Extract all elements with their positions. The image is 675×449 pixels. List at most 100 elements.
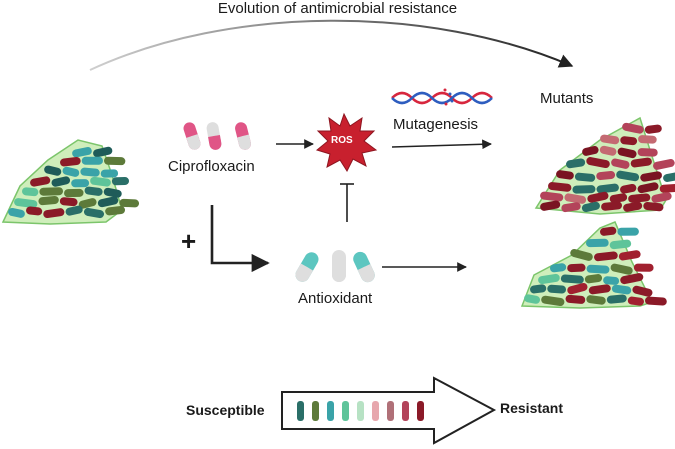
bacterium — [659, 183, 675, 193]
bacterium — [627, 296, 644, 306]
bacterium — [538, 273, 560, 285]
figure-title: Evolution of antimicrobial resistance — [217, 0, 458, 17]
bacterium — [8, 207, 25, 218]
bacterium — [93, 146, 113, 158]
bacterium — [71, 179, 90, 188]
resistance-gradient — [297, 401, 424, 421]
bacterium — [617, 227, 639, 236]
bacterium — [540, 191, 564, 202]
bacterium — [611, 284, 632, 295]
bacterium — [588, 284, 611, 295]
bacterium — [584, 274, 603, 284]
bacterium — [633, 263, 654, 272]
bacterium — [567, 263, 586, 273]
antioxidant-pills — [295, 250, 375, 283]
bacterium — [103, 156, 126, 166]
bacterium — [524, 294, 541, 304]
bacterium — [600, 226, 617, 236]
bacterium — [653, 158, 675, 170]
bacterium — [620, 273, 644, 285]
bacterium — [51, 176, 71, 187]
bacterium — [609, 193, 628, 203]
bacterium — [582, 146, 599, 156]
gradient-swatch — [417, 401, 424, 421]
evolution-arc-arrow — [89, 19, 574, 71]
bacterium — [44, 165, 62, 176]
bacterium — [603, 276, 620, 285]
bacterium — [59, 197, 78, 207]
bacterium — [119, 198, 140, 208]
bacterium — [632, 285, 653, 297]
gradient-swatch — [387, 401, 394, 421]
bacterium — [617, 147, 637, 159]
bacterium — [637, 182, 659, 194]
bacterium — [65, 205, 83, 216]
gradient-swatch — [372, 401, 379, 421]
bacterium — [26, 206, 43, 216]
bacterium — [616, 170, 640, 182]
bacterium — [30, 176, 51, 187]
ros-label: ROS — [331, 135, 353, 146]
ciprofloxacin-label: Ciprofloxacin — [168, 158, 255, 175]
bacterium — [663, 171, 675, 182]
bacterium — [111, 177, 130, 186]
bacterium — [43, 208, 65, 219]
bacterium — [556, 170, 574, 180]
bacterium — [548, 182, 572, 192]
bacterium — [620, 136, 638, 146]
bacterium — [644, 124, 662, 134]
bacterium — [38, 195, 59, 206]
bacterium — [547, 284, 567, 294]
resistant-label: Resistant — [500, 400, 564, 416]
bacterium — [620, 183, 637, 194]
bacterium — [72, 146, 92, 158]
antioxidant-label: Antioxidant — [298, 290, 373, 307]
combination-elbow-arrow — [210, 205, 270, 273]
bacterium — [90, 176, 111, 187]
bacterium — [611, 158, 630, 169]
bacterium — [530, 284, 547, 294]
bacterium — [103, 187, 122, 198]
bacterium — [601, 201, 623, 211]
bacterium — [628, 193, 651, 203]
bacterium — [599, 145, 617, 156]
bacterium — [564, 193, 587, 204]
bacterium — [651, 192, 672, 203]
bacterium — [606, 294, 627, 304]
bacterium — [638, 135, 657, 144]
bacterium — [64, 188, 84, 198]
bacterium — [550, 263, 567, 273]
bacterium — [78, 198, 97, 209]
bacterium — [586, 157, 610, 169]
bacterium — [83, 207, 105, 219]
bacterium — [643, 201, 664, 212]
bacterium — [105, 205, 126, 216]
bacterium — [596, 183, 619, 194]
bacterium — [586, 238, 609, 248]
bacteria-group — [8, 122, 675, 307]
dna-helix-icon — [391, 88, 493, 106]
gradient-swatch — [357, 401, 364, 421]
susceptible-label: Susceptible — [186, 402, 265, 418]
gradient-swatch — [342, 401, 349, 421]
bacterium — [586, 295, 606, 305]
ros-starburst-icon — [315, 112, 378, 173]
bacterium — [600, 134, 620, 145]
bacterium — [81, 156, 103, 165]
bacterium — [540, 200, 561, 211]
bacterium — [645, 296, 667, 306]
bacterium — [60, 157, 81, 167]
ros-to-mutants-arrow — [391, 139, 492, 150]
bacterium — [581, 201, 600, 213]
bacterium — [84, 186, 103, 196]
bacterium — [623, 201, 643, 212]
bacterium — [637, 148, 658, 157]
bacterium — [586, 264, 610, 274]
bacterium — [594, 251, 618, 262]
bacterium — [22, 187, 39, 197]
gradient-swatch — [312, 401, 319, 421]
bacterium — [97, 196, 119, 208]
inhibition-bar — [340, 183, 354, 222]
bacterium — [541, 295, 565, 307]
